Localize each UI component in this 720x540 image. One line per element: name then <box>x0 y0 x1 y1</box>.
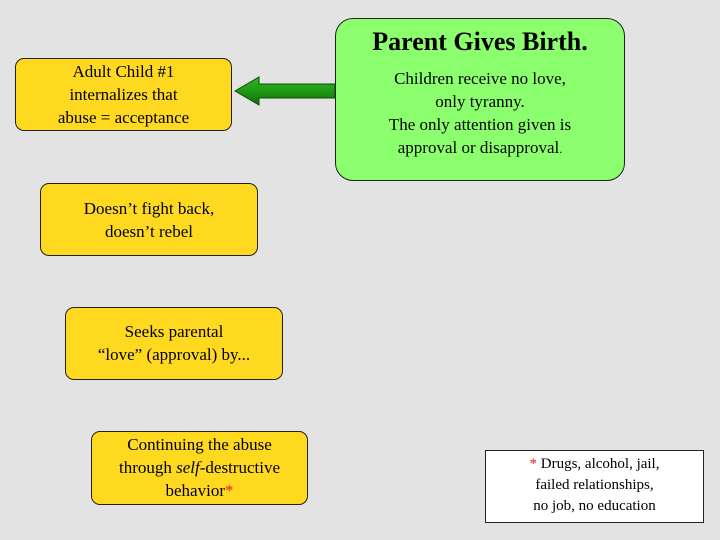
step-seeks-approval-box: Seeks parental “love” (approval) by... <box>65 307 283 380</box>
footnote-box: * Drugs, alcohol, jail, failed relations… <box>485 450 704 523</box>
left-arrow-icon <box>234 76 336 106</box>
parent-gives-birth-box: Parent Gives Birth. Children receive no … <box>335 18 625 181</box>
parent-line-4-text: approval or disapproval <box>397 138 560 157</box>
step-internalizes-box: Adult Child #1 internalizes that abuse =… <box>15 58 232 131</box>
parent-line-4: approval or disapproval. <box>336 136 624 161</box>
footnote-line-1-text: Drugs, alcohol, jail, <box>537 456 660 472</box>
step-4-line-2-post: -destructive <box>199 458 280 477</box>
step-3-line-1: Seeks parental <box>124 322 224 341</box>
step-1-line-1: Adult Child #1 <box>72 62 175 81</box>
step-4-line-2-pre: through <box>119 458 177 477</box>
parent-line-3: The only attention given is <box>388 115 572 134</box>
step-4-line-1: Continuing the abuse <box>127 435 272 454</box>
arrow-shape <box>234 76 336 106</box>
step-2-line-1: Doesn’t fight back, <box>83 199 215 218</box>
step-4-line-3-text: behavior <box>165 481 225 500</box>
step-1-line-3: abuse = acceptance <box>57 108 190 127</box>
footnote-line-1: * Drugs, alcohol, jail, <box>486 454 703 475</box>
step-2-line-2: doesn’t rebel <box>105 222 193 241</box>
step-1-line-2: internalizes that <box>69 85 178 104</box>
parent-line-2: only tyranny. <box>435 92 525 111</box>
step-no-fight-box: Doesn’t fight back, doesn’t rebel <box>40 183 258 256</box>
parent-line-4-period: . <box>559 142 563 156</box>
step-4-line-2: through self-destructive <box>92 456 307 479</box>
footnote-line-2: failed relationships, <box>535 477 654 493</box>
step-4-line-3: behavior* <box>92 479 307 502</box>
parent-title: Parent Gives Birth. <box>372 27 588 56</box>
parent-line-1: Children receive no love, <box>394 69 566 88</box>
footnote-asterisk: * <box>529 456 538 472</box>
asterisk-mark: * <box>224 481 234 500</box>
parent-description: Children receive no love, only tyranny. … <box>336 67 624 161</box>
footnote-line-3: no job, no education <box>533 498 656 514</box>
step-continuing-abuse-box: Continuing the abuse through self-destru… <box>91 431 308 505</box>
step-4-line-2-em: self <box>176 458 200 477</box>
step-3-line-2: “love” (approval) by... <box>97 345 251 364</box>
